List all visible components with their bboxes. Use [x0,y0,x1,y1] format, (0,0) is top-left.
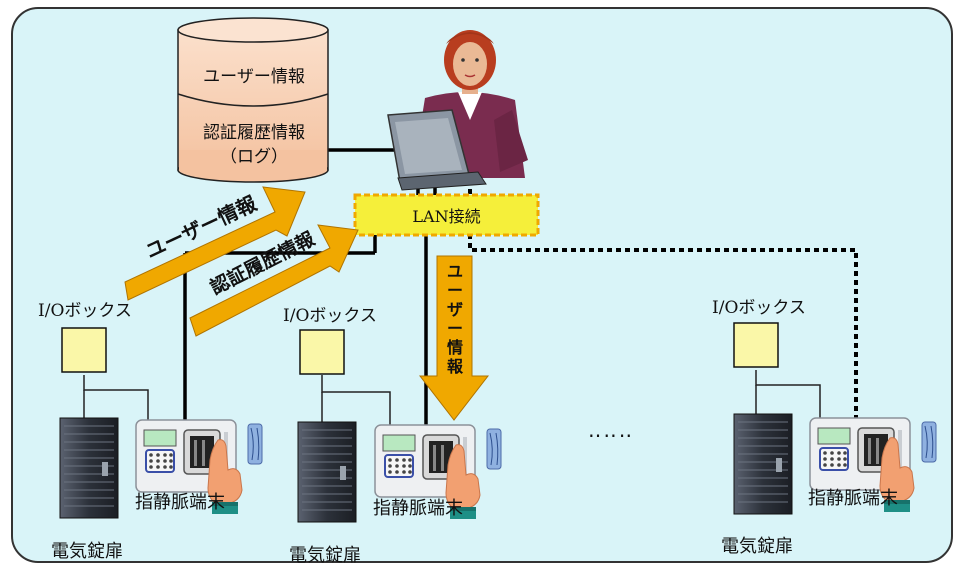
db-log-label: （ログ） [220,147,288,167]
db-user-info-label: ユーザー情報 [203,67,305,87]
user-info-down-label: ユ ー ザ ー 情 報 [445,262,465,376]
io-box-label: I/Oボックス [712,298,806,318]
down-char: ザ [446,300,463,319]
electric-lock-door-icon [297,421,357,523]
operator-pc-icon [387,30,528,191]
electric-lock-door-icon [59,417,119,519]
io-box-icon [61,327,107,373]
down-char: ユ [446,262,463,281]
more-stations-ellipsis: ‥‥‥ [588,418,635,442]
auth-history-up-arrow [189,224,359,337]
user-info-up-arrow [124,186,306,301]
io-box-label: I/Oボックス [38,301,132,321]
down-char: ー [446,319,463,338]
db-auth-history-label: 認証履歴情報 [203,123,305,143]
io-box-label: I/Oボックス [283,306,377,326]
terminal-label: 指静脈端末 [808,488,898,509]
user-info-down-arrow [418,255,490,421]
down-char: ー [446,281,463,300]
lan-label: LAN接続 [412,207,481,226]
lan-box [353,193,540,237]
electric-lock-door-icon [733,413,793,515]
down-char: 情 [446,338,463,357]
terminal-label: 指静脈端末 [373,498,463,519]
door-label: 電気錠扉 [289,545,361,566]
terminal-label: 指静脈端末 [135,492,225,513]
io-box-icon [733,322,779,368]
io-wiring [83,370,821,425]
door-label: 電気錠扉 [721,536,793,557]
door-label: 電気錠扉 [51,541,123,562]
io-box-icon [299,329,345,375]
dotted-connection [468,180,858,418]
down-char: 報 [446,357,463,376]
database-icon [177,17,329,183]
